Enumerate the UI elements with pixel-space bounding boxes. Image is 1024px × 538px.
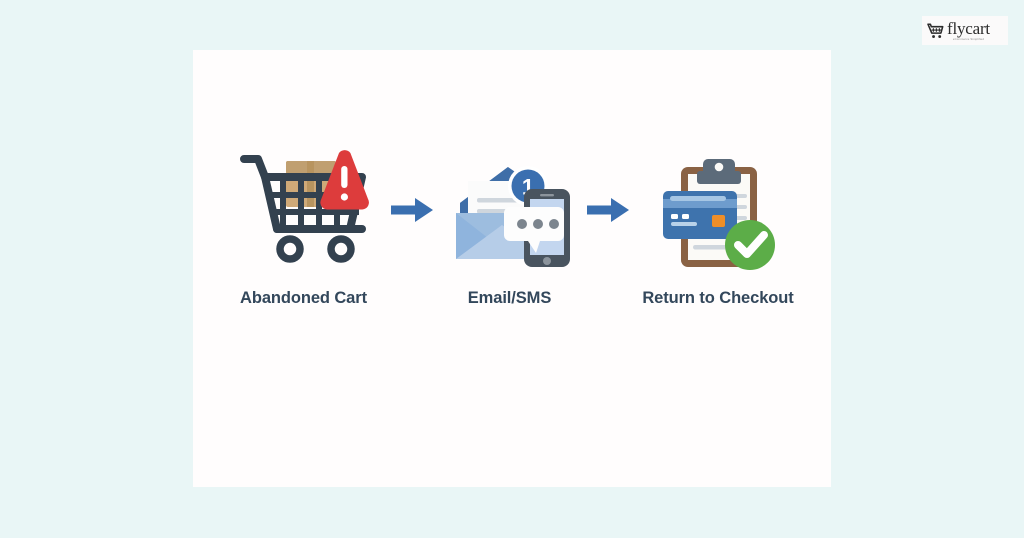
flow-step-abandoned-cart: Abandoned Cart: [219, 145, 389, 308]
brand-name: flycart: [947, 19, 990, 39]
process-flow: Abandoned Cart: [193, 145, 831, 308]
shopping-cart-warning-icon: [239, 150, 369, 263]
brand-tagline: eCommerce Simplified: [952, 37, 985, 42]
flow-step-label: Abandoned Cart: [240, 289, 367, 307]
flow-step-label: Return to Checkout: [642, 289, 794, 307]
flow-step-label: Email/SMS: [467, 289, 552, 307]
brand-logo: flycart eCommerce Simplified: [922, 16, 1008, 45]
step-illustration: [238, 145, 370, 275]
warning-triangle-icon: [319, 150, 369, 210]
flow-step-email-sms: 1: [435, 145, 585, 308]
illustration-card: Abandoned Cart: [193, 50, 831, 487]
step-illustration: 1: [446, 145, 574, 275]
envelope-phone-icon: 1: [455, 166, 570, 267]
shopping-cart-icon: [927, 22, 944, 38]
chat-bubble-icon: [503, 207, 564, 253]
flow-step-return-to-checkout: Return to Checkout: [631, 145, 806, 308]
arrow-right-icon: [585, 145, 631, 275]
clipboard-credit-card-check-icon: [663, 159, 775, 270]
success-check-icon: [725, 220, 775, 270]
credit-card-icon: [663, 191, 737, 239]
arrow-right-icon: [389, 145, 435, 275]
step-illustration: [653, 145, 783, 275]
clipboard-clip-icon: [697, 159, 741, 184]
cart-wheels: [275, 235, 355, 263]
